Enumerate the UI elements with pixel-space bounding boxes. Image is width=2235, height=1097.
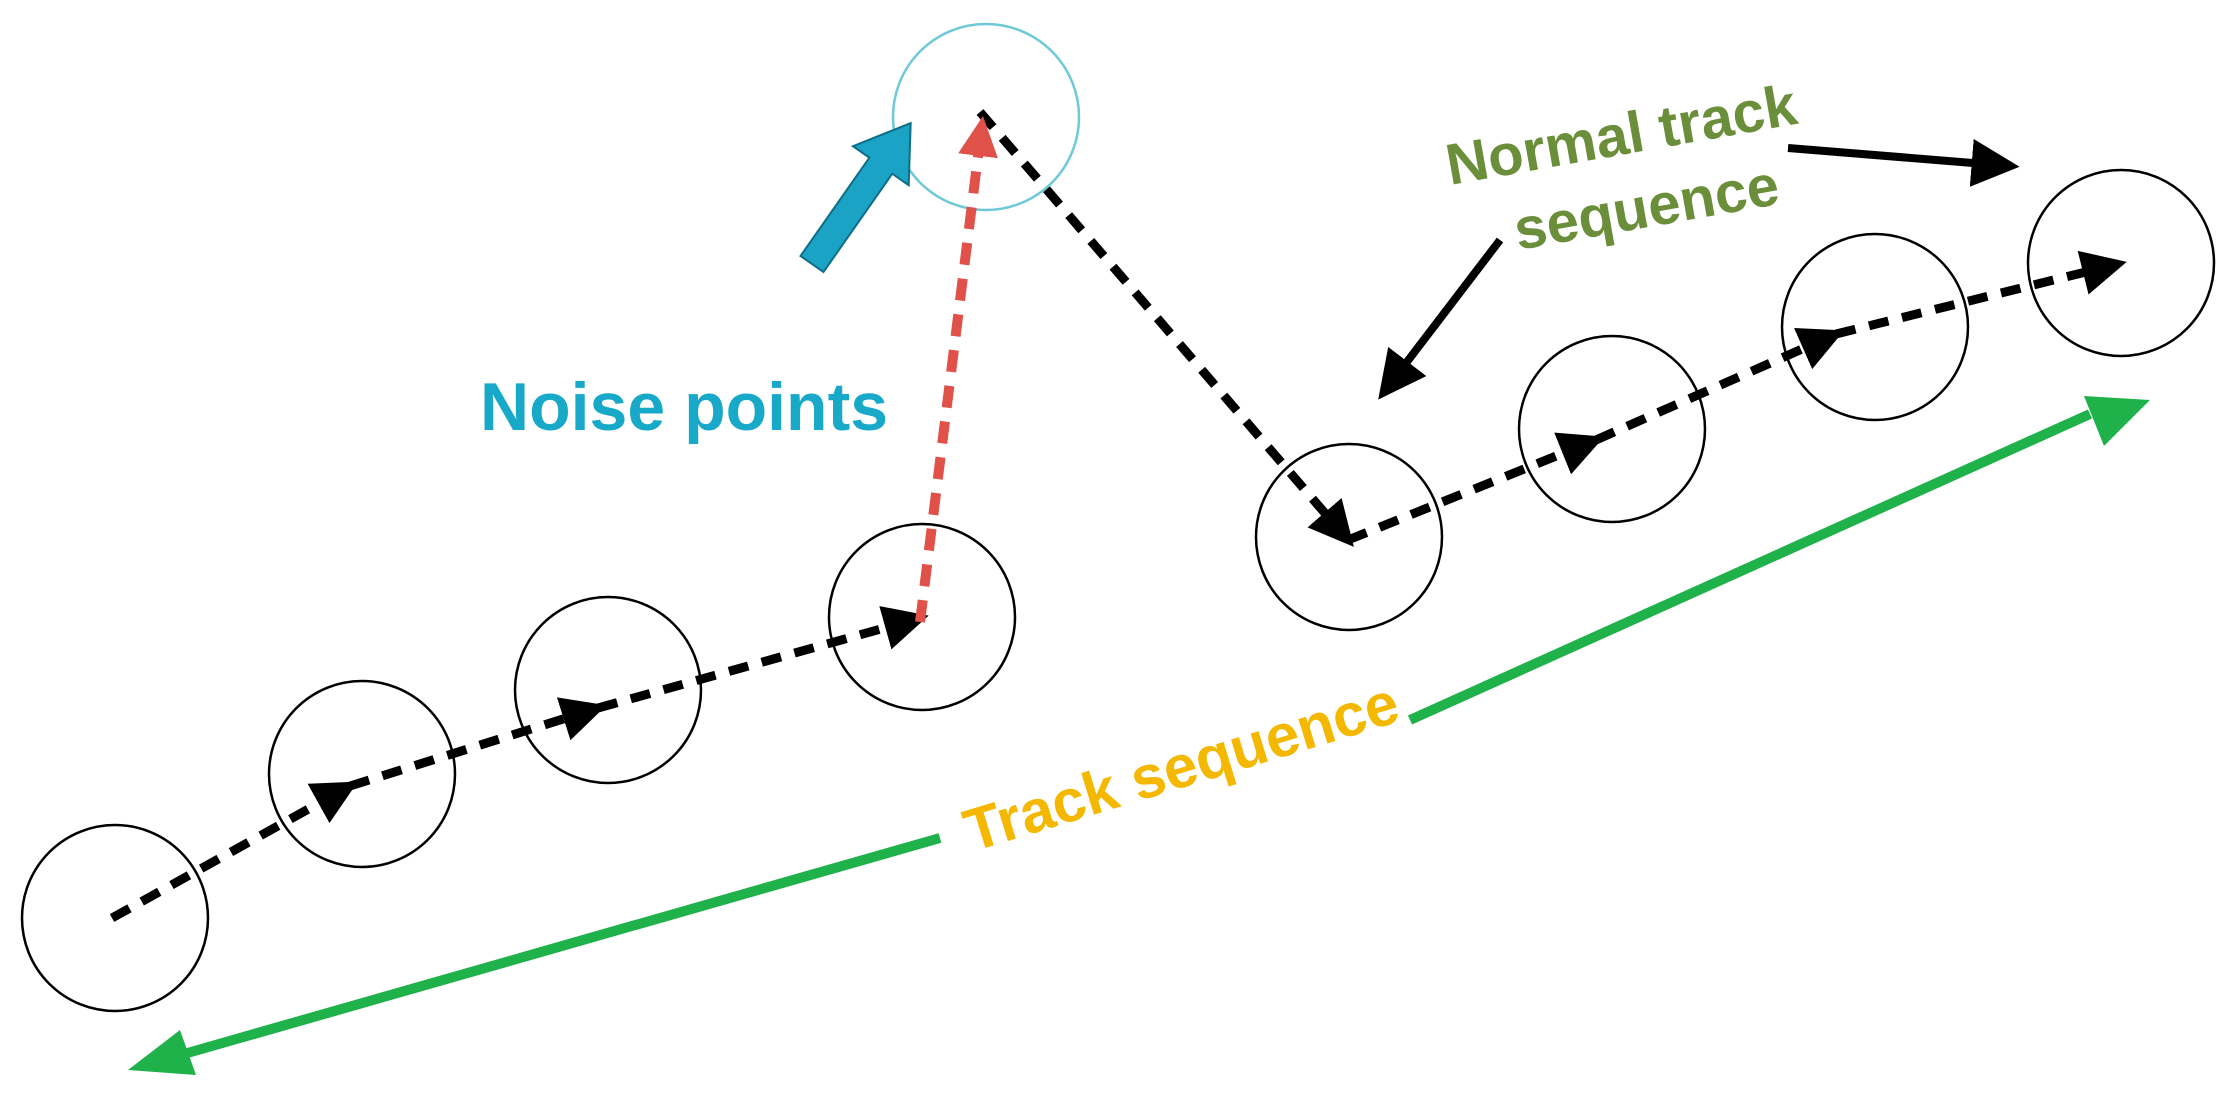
track-segment-2	[348, 697, 607, 791]
track-point-1	[20, 823, 210, 1013]
arrow-icon	[1378, 237, 1504, 400]
noise-path	[915, 116, 998, 623]
track-segment-5	[1346, 432, 1605, 545]
double-arrow-icon	[128, 396, 2150, 1075]
track-point-4	[827, 522, 1017, 712]
block-arrow-icon	[799, 121, 912, 274]
arrow-icon	[1787, 138, 2020, 187]
track-point-5	[1254, 442, 1444, 632]
track-segment-4	[976, 109, 1354, 547]
track-segment-7	[1834, 250, 2127, 339]
track-segment-3	[596, 606, 929, 713]
track-point-8	[2026, 168, 2216, 358]
track-point-7	[1780, 232, 1970, 422]
track-segment-1	[109, 781, 358, 922]
track-sequence-label: Track sequence	[956, 669, 1406, 865]
track-point-6	[1517, 334, 1707, 524]
track-path	[109, 109, 2127, 922]
track-point-2	[267, 679, 457, 869]
track-segment-6	[1594, 327, 1845, 445]
noise-points-label: Noise points	[480, 369, 888, 445]
track-point-3	[513, 595, 703, 785]
track-points	[20, 168, 2216, 1013]
noise-point-circle	[891, 22, 1081, 212]
